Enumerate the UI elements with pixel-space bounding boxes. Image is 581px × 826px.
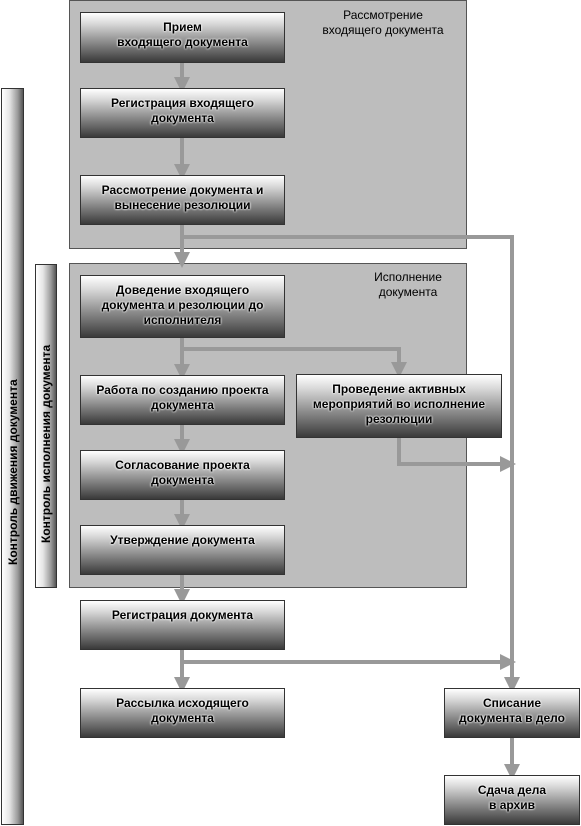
receive-incoming-label: Прием входящего документа: [117, 20, 248, 49]
document-movement-control-bar: [1, 88, 24, 825]
register-incoming-label: Регистрация входящего документа: [111, 96, 254, 125]
archive-case-box: Сдача дела в архив: [444, 775, 580, 825]
sign-document-label: Утверждение документа: [110, 533, 255, 547]
document-movement-control-label: Контроль движения документа: [6, 379, 20, 565]
deliver-to-executor-label: Доведение входящего документа и резолюци…: [101, 283, 264, 327]
deliver-to-executor-box: Доведение входящего документа и резолюци…: [80, 275, 285, 338]
file-to-case-box: Списание документа в дело: [444, 688, 580, 738]
execution-panel-title: Исполнение документа: [374, 270, 442, 299]
receive-incoming-box: Прием входящего документа: [80, 12, 285, 63]
register-incoming-box: Регистрация входящего документа: [80, 88, 285, 138]
approve-draft-box: Согласование проекта документа: [80, 450, 285, 500]
incoming-review-panel-title: Рассмотрение входящего документа: [322, 8, 444, 37]
active-measures-label: Проведение активных мероприятий во испол…: [312, 382, 486, 426]
file-to-case-label: Списание документа в дело: [459, 696, 565, 725]
register-document-label: Регистрация документа: [111, 608, 254, 622]
review-resolution-box: Рассмотрение документа и вынесение резол…: [80, 175, 285, 225]
sign-document-box: Утверждение документа: [80, 525, 285, 575]
draft-document-box: Работа по созданию проекта документа: [80, 375, 285, 425]
send-outgoing-box: Рассылка исходящего документа: [80, 688, 285, 738]
archive-case-label: Сдача дела в архив: [477, 783, 547, 812]
execution-control-bar: [35, 264, 57, 588]
send-outgoing-label: Рассылка исходящего документа: [116, 696, 249, 725]
active-measures-box: Проведение активных мероприятий во испол…: [296, 374, 502, 438]
approve-draft-label: Согласование проекта документа: [115, 458, 250, 487]
register-document-box: Регистрация документа: [80, 600, 285, 650]
execution-control-label: Контроль исполнения документа: [39, 344, 53, 543]
draft-document-label: Работа по созданию проекта документа: [96, 383, 269, 412]
review-resolution-label: Рассмотрение документа и вынесение резол…: [101, 183, 264, 212]
